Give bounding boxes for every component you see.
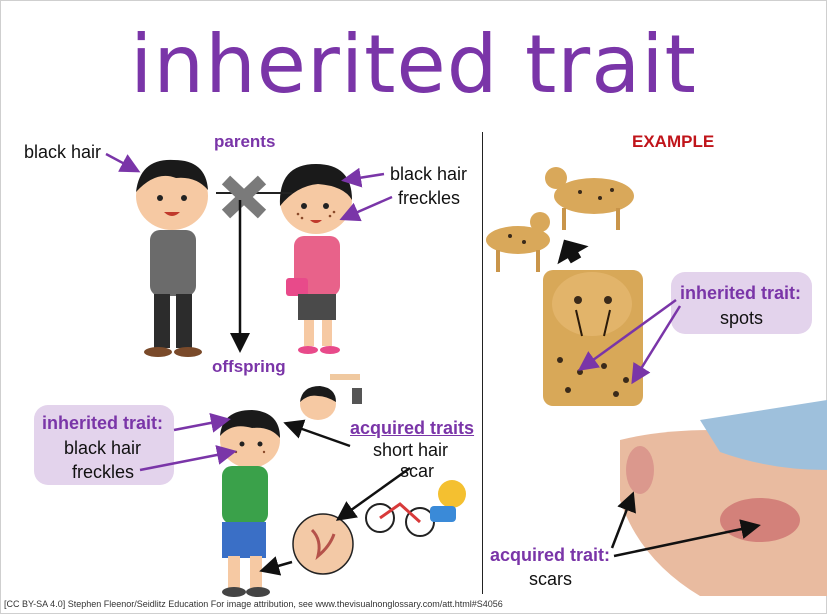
short-hair-arrow	[288, 424, 350, 446]
cheetah-adult-icon	[545, 167, 634, 230]
arm-acquired-scars: scars	[529, 569, 572, 590]
child-hair-arrow	[174, 420, 226, 430]
scar-closeup-icon	[293, 514, 353, 574]
leg-scar-arrow	[264, 562, 292, 570]
child-acquired-heading: acquired traits	[350, 418, 474, 439]
mother-trait-hair: black hair	[390, 164, 467, 185]
cheetah-inherited-spots: spots	[720, 308, 763, 329]
mother-trait-freckles: freckles	[398, 188, 460, 209]
arm-acquired-heading: acquired trait:	[490, 545, 610, 566]
father-figure	[136, 160, 208, 357]
mother-hair-arrow	[346, 174, 384, 180]
cheetah-cub-icon	[486, 212, 550, 272]
child-inherited-hair: black hair	[64, 438, 141, 459]
father-hair-arrow	[106, 154, 136, 170]
child-inherited-heading: inherited trait:	[42, 413, 163, 434]
cheetah-face-icon	[543, 270, 643, 406]
child-acquired-short-hair: short hair	[373, 440, 448, 461]
child-inherited-freckles: freckles	[72, 462, 134, 483]
cross-icon	[226, 180, 262, 214]
offspring-label: offspring	[212, 357, 286, 377]
example-label: EXAMPLE	[632, 132, 714, 152]
cheetah-inherited-heading: inherited trait:	[680, 283, 801, 304]
haircut-icon	[300, 374, 362, 420]
parents-label: parents	[214, 132, 275, 152]
father-trait-label: black hair	[24, 142, 101, 163]
down-arrow-icon	[548, 231, 591, 270]
child-freckles-arrow	[140, 452, 232, 470]
arm-scar-photo	[620, 400, 827, 596]
attribution-footer: [CC BY-SA 4.0] Stephen Fleenor/Seidlitz …	[4, 599, 503, 609]
child-acquired-scar: scar	[400, 461, 434, 482]
